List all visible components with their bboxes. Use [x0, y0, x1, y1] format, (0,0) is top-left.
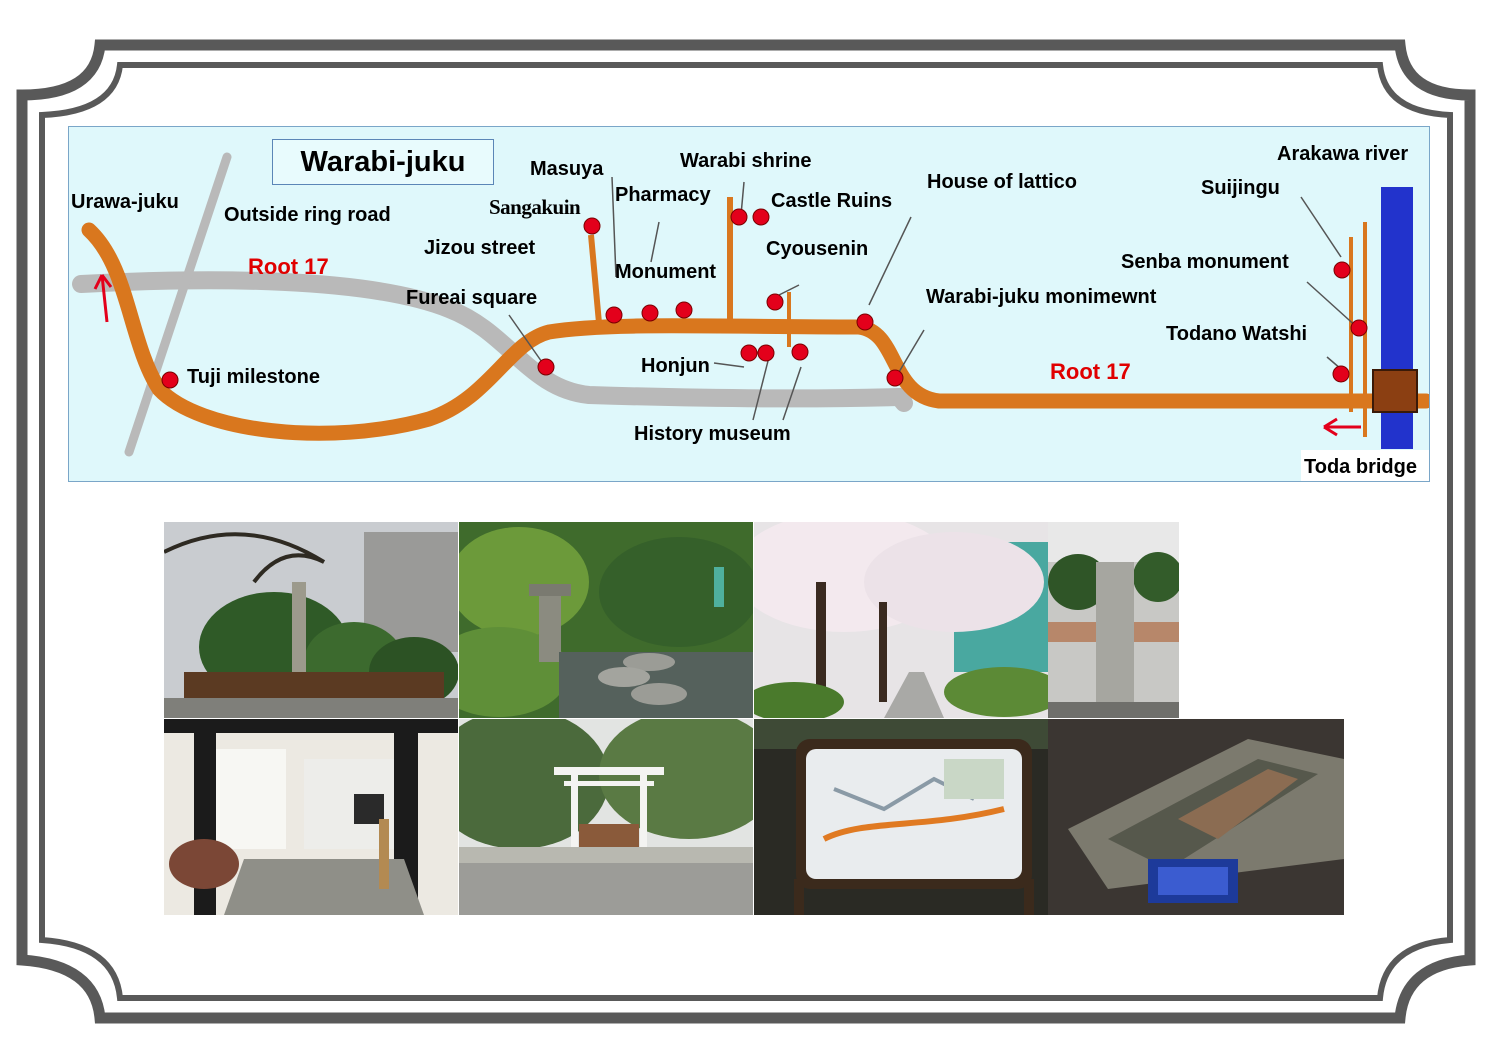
- frame-inner-border: [39, 62, 1453, 1001]
- label-monument: Monument: [615, 261, 717, 283]
- marker-monument-a: [641, 304, 659, 322]
- label-todano-watshi: Todano Watshi: [1166, 323, 1308, 345]
- label-arakawa-river: Arakawa river: [1277, 143, 1409, 165]
- label-outside-ring-road: Outside ring road: [224, 204, 391, 226]
- route-map-drawing: [72, 152, 1429, 457]
- marker-masuya: [605, 306, 623, 324]
- north-arrow-icon: [93, 274, 113, 323]
- label-tuji-milestone: Tuji milestone: [187, 366, 320, 388]
- label-senba-monument: Senba monument: [1121, 251, 1289, 273]
- honjin-gate-photo: [164, 719, 458, 915]
- label-jizou-street: Jizou street: [424, 237, 536, 259]
- stone-pillar-monument-photo: [1048, 522, 1179, 718]
- label-toda-bridge: Toda bridge: [1304, 456, 1417, 478]
- label-sangakuin: Sangakuin: [489, 195, 581, 219]
- label-fureai-square: Fureai square: [406, 287, 538, 309]
- shrine-torii-photo: [459, 719, 753, 915]
- label-pharmacy: Pharmacy: [615, 184, 711, 206]
- marker-fureai-square: [537, 358, 555, 376]
- west-arrow-icon: [1323, 417, 1361, 437]
- marker-todano-watshi: [1332, 365, 1350, 383]
- label-warabi-juku-monument: Warabi-juku monimewnt: [926, 286, 1157, 308]
- leader-lines: [508, 176, 1360, 421]
- label-root17-left: Root 17: [248, 254, 329, 279]
- marker-tuji-milestone: [161, 371, 179, 389]
- label-history-museum: History museum: [634, 423, 791, 445]
- label-masuya: Masuya: [530, 158, 604, 180]
- marker-sangakuin: [583, 217, 601, 235]
- label-root17-right: Root 17: [1050, 359, 1131, 384]
- marker-monument-b: [675, 301, 693, 319]
- label-warabi-shrine: Warabi shrine: [680, 150, 812, 172]
- label-castle-ruins: Castle Ruins: [771, 190, 893, 212]
- marker-honjun-b: [757, 344, 775, 362]
- label-suijingu: Suijingu: [1201, 177, 1280, 199]
- marker-suijingu: [1333, 261, 1351, 279]
- cherry-blossom-street-photo: [754, 522, 1048, 718]
- sangakuin-street: [588, 234, 602, 324]
- area-guide-map-board-photo: [754, 719, 1048, 915]
- marker-history-museum: [791, 343, 809, 361]
- museum-diorama-photo: [1048, 719, 1344, 915]
- diagonal-grey-road: [124, 152, 232, 457]
- marker-honjun-a: [740, 344, 758, 362]
- map-title-box: Warabi-juku: [272, 139, 494, 185]
- marker-warabi-shrine: [730, 208, 748, 226]
- marker-cyousenin: [766, 293, 784, 311]
- label-honjun: Honjun: [641, 355, 710, 377]
- japanese-garden-pond-photo: [459, 522, 753, 718]
- label-urawa-juku: Urawa-juku: [71, 191, 179, 213]
- marker-castle-ruins: [752, 208, 770, 226]
- label-cyousenin: Cyousenin: [766, 238, 869, 260]
- toda-bridge-icon: [1372, 369, 1418, 413]
- marker-senba-monument: [1350, 319, 1368, 337]
- marker-warabi-juku-monument: [886, 369, 904, 387]
- marker-house-of-lattico: [856, 313, 874, 331]
- map-title: Warabi-juku: [300, 145, 466, 178]
- toda-bridge-label-tab: [1301, 450, 1429, 481]
- label-house-of-lattico: House of lattico: [927, 171, 1078, 193]
- frame-outer-border: [16, 39, 1476, 1024]
- warabi-juku-route-map: Warabi-juku Urawa-juku Outside ring road…: [68, 126, 1430, 482]
- milestone-garden-photo: [164, 522, 458, 718]
